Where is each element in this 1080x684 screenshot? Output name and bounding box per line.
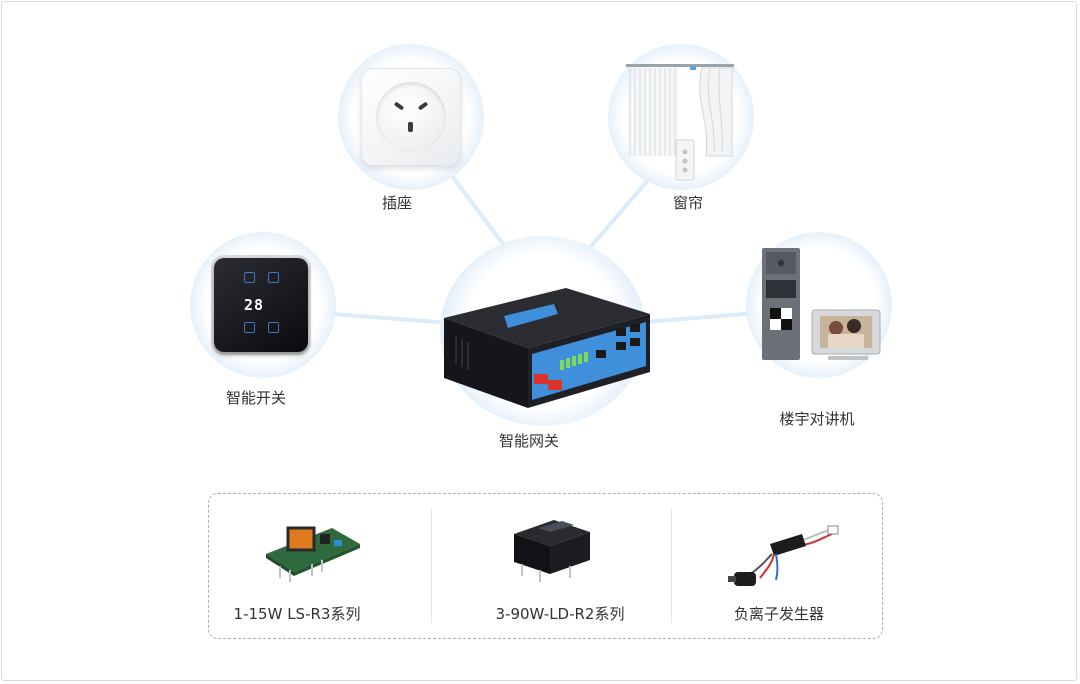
product-panel — [208, 493, 883, 639]
node-label-intercom: 楼宇对讲机 — [779, 410, 855, 428]
node-label-curtain: 窗帘 — [672, 194, 704, 212]
product-label-2: 3-90W-LD-R2系列 — [495, 605, 625, 623]
node-label-switch: 智能开关 — [225, 389, 287, 407]
smart-gateway-icon — [444, 288, 650, 408]
smart-switch-icon: 28 — [214, 258, 308, 352]
panel-divider — [671, 509, 672, 623]
node-label-socket: 插座 — [381, 194, 413, 212]
ion-generator-icon — [728, 525, 839, 586]
product-label-3: 负离子发生器 — [733, 605, 825, 623]
product-label-1: 1-15W LS-R3系列 — [233, 605, 361, 623]
power-module-ld-r2-icon — [514, 520, 590, 582]
intercom-icon — [762, 248, 881, 360]
socket-icon — [361, 68, 461, 166]
panel-divider — [431, 509, 432, 623]
switch-display: 28 — [244, 296, 265, 314]
curtain-icon — [626, 64, 734, 181]
node-label-gateway: 智能网关 — [498, 432, 560, 450]
power-module-ls-r3-icon — [266, 526, 360, 582]
